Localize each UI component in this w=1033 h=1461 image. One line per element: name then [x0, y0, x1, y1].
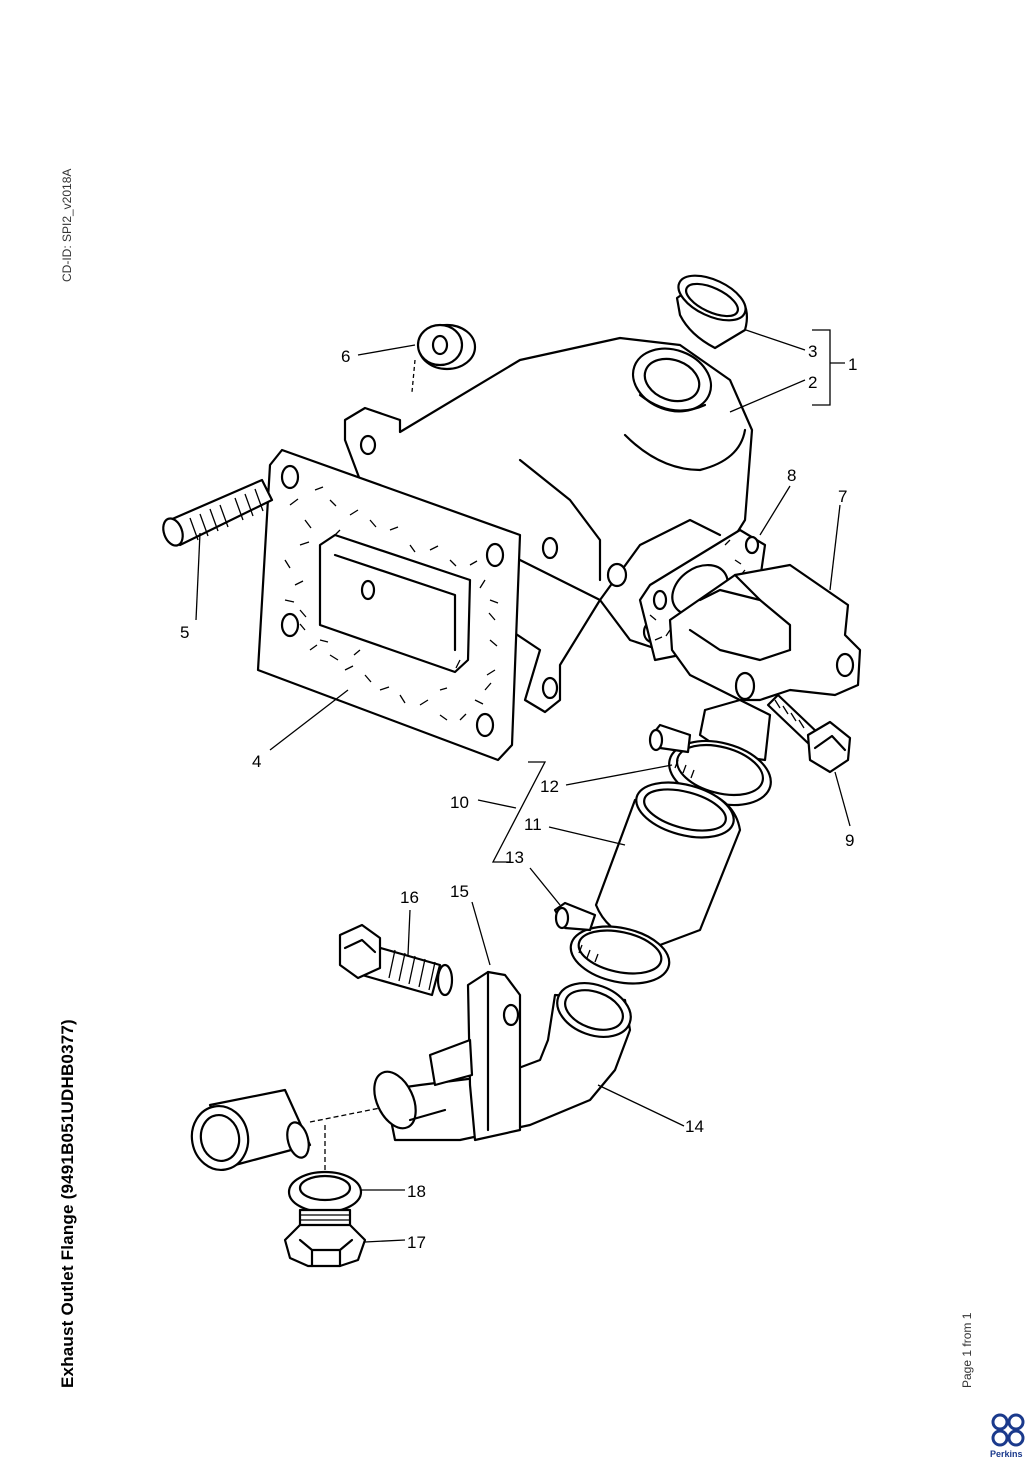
callout-3: 3 [808, 342, 817, 361]
part-4-gasket [256, 448, 522, 762]
part-6-grommet [411, 323, 477, 393]
part-3-cap [675, 274, 749, 350]
callout-11: 11 [524, 815, 542, 834]
gasket-texture [284, 486, 499, 721]
callout-14: 14 [685, 1117, 704, 1136]
part-15-bracket [428, 970, 522, 1142]
callout-5: 5 [180, 623, 189, 642]
part-18-washer [287, 1170, 363, 1214]
part-16-bolt [338, 923, 454, 997]
part-5-stud [162, 478, 274, 547]
callout-13: 13 [505, 848, 524, 867]
callout-10: 10 [450, 793, 469, 812]
part-17-plug [283, 1208, 367, 1268]
perkins-logo-icon [991, 1413, 1025, 1447]
callout-9: 9 [845, 831, 854, 850]
part-11-hose [594, 781, 742, 947]
part-9-bolt [766, 693, 852, 774]
pipe-sleeve [190, 1088, 381, 1180]
callout-15: 15 [450, 882, 469, 901]
callout-7: 7 [838, 487, 847, 506]
callout-16: 16 [400, 888, 419, 907]
callout-labels: 1 2 3 4 5 6 7 8 9 10 11 12 13 14 15 16 1… [180, 342, 857, 1252]
brand-name: Perkins [990, 1449, 1023, 1459]
part-14-elbow-pipe [373, 982, 632, 1142]
callout-6: 6 [341, 347, 350, 366]
leader-lines [195, 329, 851, 1243]
callout-17: 17 [407, 1233, 426, 1252]
callout-8: 8 [787, 466, 796, 485]
part-13-hose-clamp [553, 901, 671, 985]
callout-18: 18 [407, 1182, 426, 1201]
callout-4: 4 [252, 752, 261, 771]
callout-2: 2 [808, 373, 817, 392]
callout-12: 12 [540, 777, 559, 796]
callout-1: 1 [848, 355, 857, 374]
